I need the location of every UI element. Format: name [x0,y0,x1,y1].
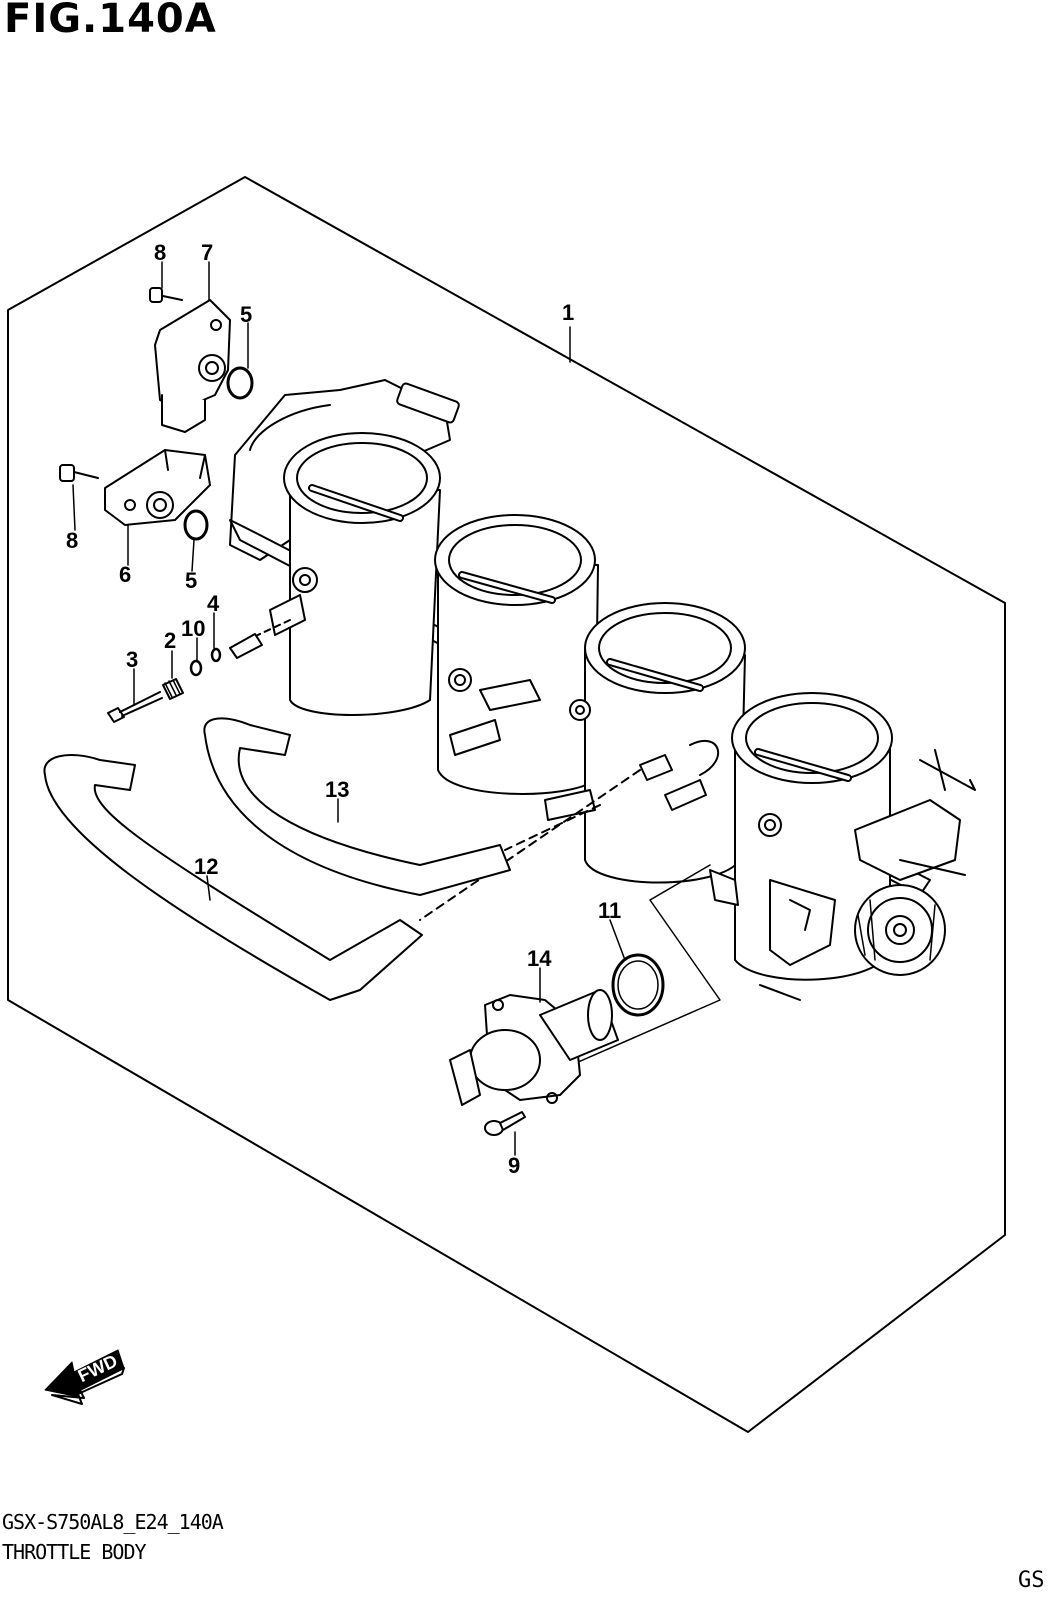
callout-9: 9 [508,1153,520,1178]
sensor-part-7 [149,287,231,433]
callout-5-top: 5 [240,302,252,327]
figure-title: FIG.140A [4,0,217,42]
corner-text: GS [1018,1568,1045,1593]
idle-screw-set [107,633,263,723]
leader-lines [72,261,626,1156]
callout-12: 12 [194,854,218,879]
o-ring-5-top [226,366,254,400]
fwd-arrow-icon: FWD [44,1349,125,1405]
screw-part-9 [484,1111,526,1136]
callout-13: 13 [325,777,349,802]
callout-10: 10 [181,616,205,641]
hose-13 [203,717,511,896]
callout-8-top: 8 [154,240,166,265]
callout-8-lower: 8 [66,528,78,553]
assembly-frame [7,176,1006,1433]
callout-7: 7 [201,240,213,265]
callout-11: 11 [598,898,621,923]
figure-caption: THROTTLE BODY [2,1540,147,1564]
valve-part-14 [449,989,619,1106]
figure-code: GSX-S750AL8_E24_140A [2,1510,224,1534]
callout-5-lower: 5 [185,568,197,593]
callout-1: 1 [562,300,574,325]
callout-14: 14 [527,946,552,971]
o-ring-5-lower [183,509,209,541]
throttle-body-assembly [229,379,976,1071]
hose-12 [43,754,423,1001]
callout-4: 4 [207,591,220,616]
sensor-part-6 [59,449,211,526]
callout-6: 6 [119,562,131,587]
callout-2: 2 [164,628,176,653]
callout-3: 3 [126,647,138,672]
o-ring-11 [611,953,665,1017]
